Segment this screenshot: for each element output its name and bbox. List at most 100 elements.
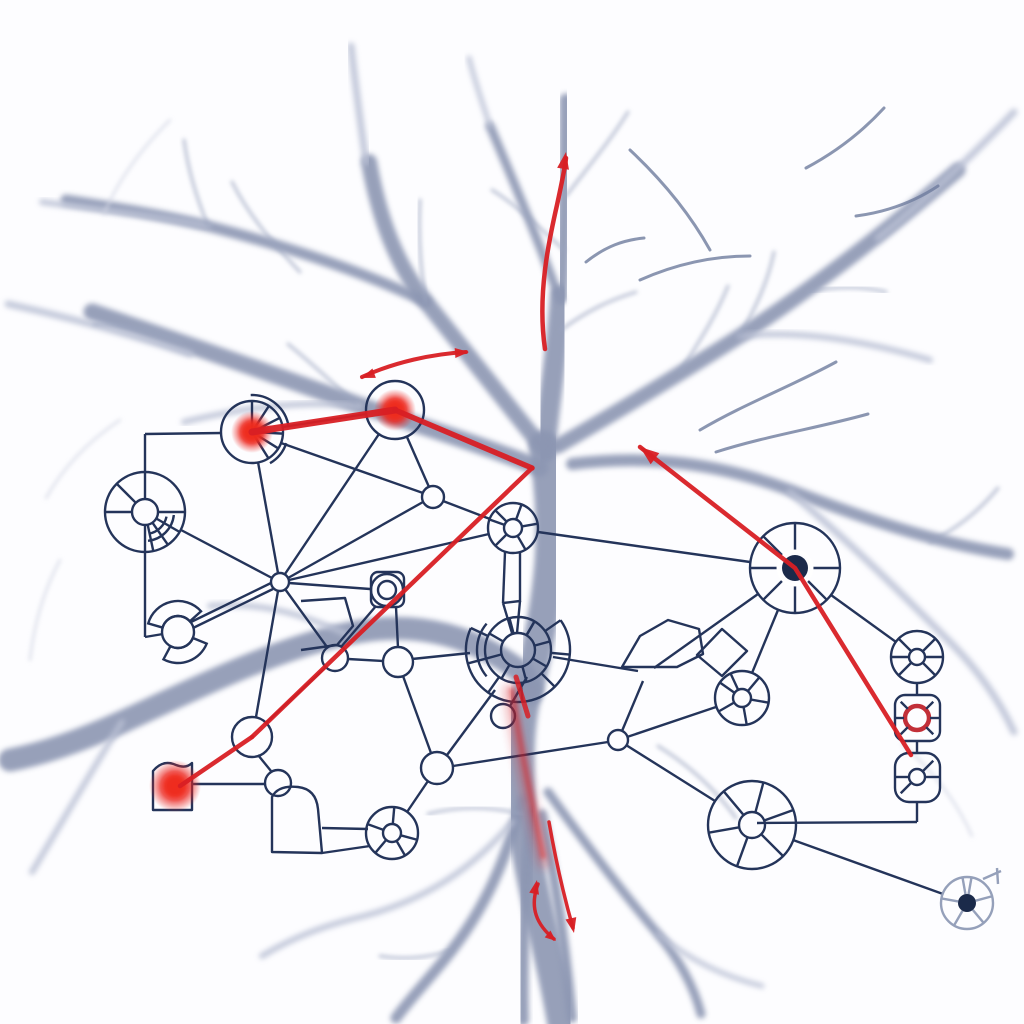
network-edge	[750, 609, 780, 674]
hub-node	[269, 571, 291, 593]
circle-4-shape	[263, 768, 293, 798]
node-spoke	[971, 909, 985, 924]
wheel-3-shape	[364, 805, 420, 861]
red-arrowhead-icon	[529, 880, 539, 895]
wheel-5-shape	[706, 779, 798, 871]
right-col-2-redring	[893, 693, 942, 743]
red-arrowhead-icon	[361, 368, 376, 378]
node-spoke	[718, 701, 735, 713]
tree-branch-light	[4, 300, 194, 358]
red-annotation	[248, 406, 399, 436]
node-spoke	[521, 666, 528, 683]
wheel-4	[713, 669, 771, 727]
network-edge	[288, 581, 371, 591]
node-spoke	[897, 661, 913, 677]
network-edge	[502, 599, 521, 605]
red-annotation	[547, 820, 577, 933]
tree-twig-dark	[714, 412, 870, 454]
node-spoke	[897, 637, 913, 653]
wheel-2-shape	[502, 517, 524, 539]
red-arrowhead-icon	[640, 447, 660, 465]
tree-twig-faint	[102, 118, 172, 216]
tree-twig	[564, 110, 630, 198]
node-spoke	[754, 782, 765, 813]
tree-twig-dark	[698, 360, 838, 432]
circle-4	[263, 768, 293, 798]
tree-branch-light	[874, 108, 1018, 242]
node-spoke	[899, 781, 913, 795]
node-spoke	[921, 661, 937, 677]
circle-3-shape	[230, 715, 274, 759]
wheel-4-shape	[713, 669, 771, 727]
tree-twig-dark	[638, 254, 752, 282]
d-shape-node-shape	[270, 785, 324, 855]
node-spoke	[735, 836, 749, 867]
node-spoke	[374, 839, 388, 854]
node-spoke	[534, 640, 551, 647]
pacman-node-shape	[161, 636, 209, 665]
node-spoke	[952, 910, 964, 927]
node-spoke	[762, 579, 784, 601]
node-spoke	[941, 897, 959, 903]
network-edge	[830, 594, 897, 643]
circle-5	[419, 750, 455, 786]
tree-twig	[928, 486, 1000, 544]
circle-2-shape	[381, 645, 415, 679]
big-fan-node-shape	[499, 631, 537, 669]
node-spoke	[760, 833, 784, 857]
big-dark-node-shape	[776, 549, 814, 587]
red-arrowhead-icon	[557, 152, 569, 170]
node-spoke	[400, 834, 418, 841]
network-edge	[406, 780, 429, 813]
node-spoke	[961, 877, 967, 895]
tree-branch	[0, 616, 536, 772]
tree-twig	[559, 290, 638, 332]
node-spoke	[750, 698, 769, 704]
big-fan-node-shape	[475, 622, 488, 678]
glow-blob-square	[149, 760, 201, 812]
tree-branch-light	[39, 199, 211, 229]
wheel-c	[103, 470, 187, 554]
network-edge	[537, 530, 751, 564]
wheel-c-shape	[148, 516, 168, 535]
red-line	[177, 734, 255, 789]
tree-twig	[656, 744, 738, 820]
red-node-b	[364, 379, 426, 441]
tree-twig	[490, 188, 566, 252]
tree-branch-light	[347, 42, 370, 166]
network-edge	[284, 433, 380, 575]
pie-node-a-shape	[269, 442, 288, 465]
red-line	[249, 465, 535, 740]
node-spoke	[899, 700, 909, 710]
node-spoke	[925, 700, 935, 710]
network-edge	[280, 441, 424, 495]
wheel-5	[706, 779, 798, 871]
red-annotation	[249, 465, 535, 740]
hub-node-shape	[269, 571, 291, 593]
tree-branch	[504, 675, 577, 1024]
node-spoke	[544, 619, 562, 633]
node-spoke	[508, 617, 515, 634]
tree-branch	[543, 787, 706, 1019]
small-circle-1-shape	[320, 643, 350, 673]
tree-branch	[566, 454, 1014, 560]
pie-node-a-shape	[250, 393, 290, 428]
red-line	[360, 350, 468, 379]
node-spoke	[921, 637, 937, 653]
tree-branch	[554, 93, 573, 303]
pentagon-node-shape	[620, 618, 705, 669]
tree-branch-light	[259, 819, 515, 959]
node-spoke	[925, 726, 935, 736]
tree-twig	[230, 180, 302, 274]
tree-twig	[92, 322, 184, 344]
small-circle-1	[320, 643, 350, 673]
node-spoke	[722, 790, 745, 816]
node-spoke	[488, 632, 504, 643]
network-edge	[257, 754, 272, 772]
red-annotation	[529, 880, 556, 941]
network-edge	[501, 551, 507, 604]
node-spoke	[487, 676, 501, 694]
tree-branch	[537, 809, 577, 1023]
tree-branch	[533, 285, 572, 463]
node-spoke	[500, 664, 511, 680]
